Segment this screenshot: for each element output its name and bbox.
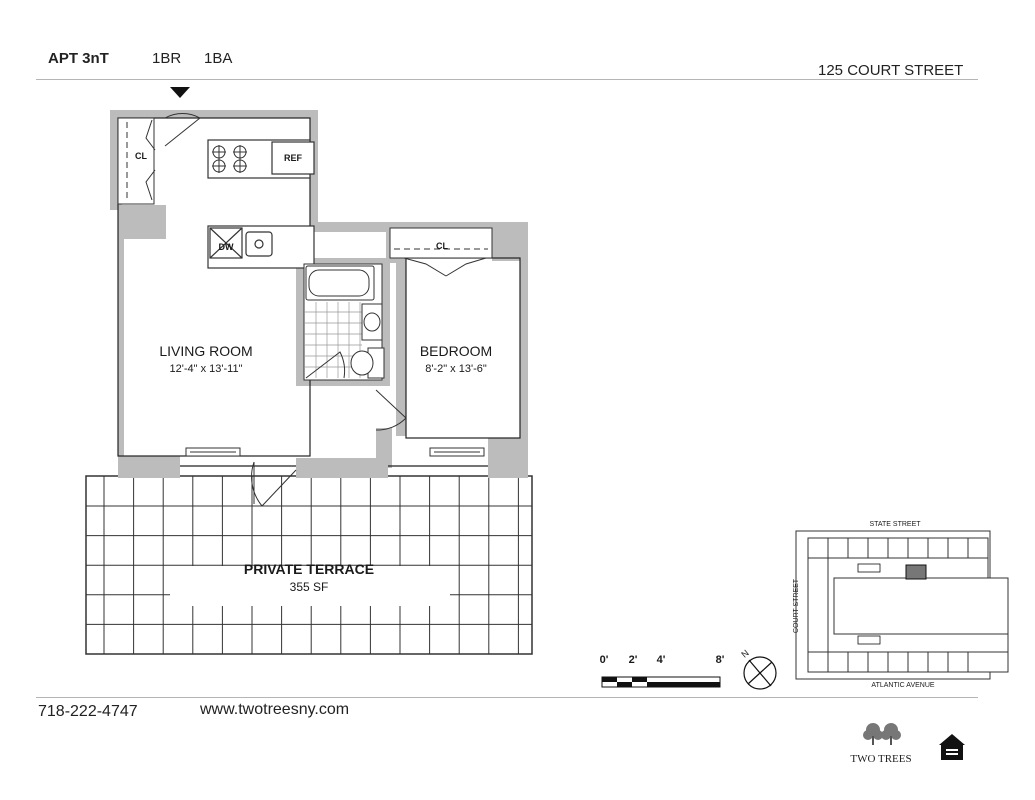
scale-tick-2: 2' xyxy=(629,654,638,666)
bathroom-count: 1BA xyxy=(204,50,233,67)
two-trees-logo: TWO TREES xyxy=(850,723,912,765)
terrace-label-bg xyxy=(170,566,450,606)
compass-north: N xyxy=(739,648,750,660)
terrace-area: 355 SF xyxy=(290,580,329,594)
compass-icon xyxy=(743,656,777,690)
living-room-dims: 12'-4" x 13'-11" xyxy=(170,363,243,375)
scale-bar: 0' 2' 4' 8' xyxy=(600,654,725,688)
terrace-door xyxy=(251,461,297,507)
bedroom-count: 1BR xyxy=(152,50,182,67)
bedroom-closet-label: CL xyxy=(436,241,448,251)
brand-name: TWO TREES xyxy=(850,753,911,765)
entry-door xyxy=(164,112,201,147)
scale-tick-8: 8' xyxy=(716,654,725,666)
kitchen xyxy=(207,139,315,269)
entry-arrow-icon xyxy=(170,87,190,98)
bedroom-door xyxy=(375,389,407,431)
bedroom-name: BEDROOM xyxy=(420,343,492,359)
bedroom-dims: 8'-2" x 13'-6" xyxy=(425,363,487,375)
scale-tick-4: 4' xyxy=(657,654,666,666)
footer-rule xyxy=(36,697,978,698)
refrigerator-label: REF xyxy=(284,153,303,163)
key-street-top: STATE STREET xyxy=(869,521,921,528)
key-plan: STATE STREET COURT STREET ATLANTIC AVENU… xyxy=(793,521,1009,689)
radiators xyxy=(185,447,485,457)
key-unit-highlight xyxy=(905,564,927,580)
living-room-name: LIVING ROOM xyxy=(159,343,252,359)
scale-tick-0: 0' xyxy=(600,654,609,666)
stove-icon xyxy=(212,145,247,173)
dishwasher-label: DW xyxy=(219,242,234,252)
phone-number: 718-222-4747 xyxy=(38,703,138,720)
entry-closet-label: CL xyxy=(135,151,147,161)
website-link[interactable]: www.twotreesny.com xyxy=(200,701,350,718)
entry-closet xyxy=(117,117,156,205)
equal-housing-icon xyxy=(939,734,965,760)
key-street-bottom: ATLANTIC AVENUE xyxy=(871,682,934,689)
terrace-name: PRIVATE TERRACE xyxy=(244,561,374,577)
header-rule xyxy=(36,79,978,80)
bathroom xyxy=(303,263,385,381)
bedroom-closet xyxy=(389,227,493,277)
unit-number: APT 3nT xyxy=(48,50,109,67)
building-address: 125 COURT STREET xyxy=(818,62,964,79)
